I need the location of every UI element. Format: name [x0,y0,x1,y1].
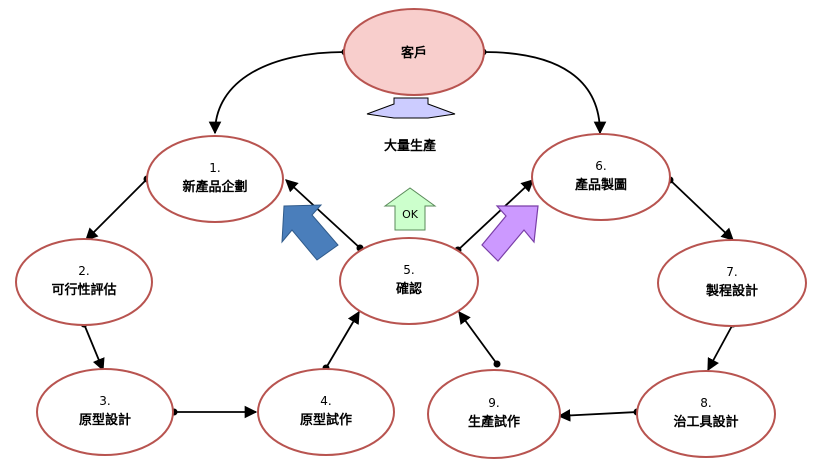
node-customer: 客戶 [343,8,485,96]
node-2-number: 2. [78,264,89,278]
blue-up-left-arrow [281,204,339,261]
connector-7-to-8 [707,323,734,372]
block-arrows [281,97,539,262]
connector-8-to-9 [557,409,638,422]
ok-arrow [383,187,437,231]
node-7-label: 製程設計 [705,283,758,299]
connector-customer-to-6 [482,51,607,135]
connector-5-to-6 [457,179,534,251]
node-6: 6. 產品製圖 [531,133,671,221]
node-3: 3. 原型設計 [36,368,174,456]
node-4: 4. 原型試作 [257,368,395,456]
node-1-label: 新產品企劃 [182,179,247,195]
node-8: 8. 治工具設計 [636,370,776,458]
node-customer-label: 客戶 [401,45,427,61]
connector-2-to-3 [83,323,105,372]
connector-6-to-7 [669,179,734,241]
mass-production-arrow [366,97,456,119]
node-2-label: 可行性評估 [51,282,116,298]
node-6-number: 6. [595,159,606,173]
node-5: 5. 確認 [339,237,479,325]
node-3-number: 3. [99,394,110,408]
node-4-number: 4. [320,394,331,408]
node-1: 1. 新產品企劃 [146,135,284,223]
node-8-number: 8. [700,396,711,410]
connector-1-to-2 [85,178,148,241]
node-5-number: 5. [403,263,414,277]
connector-9-to-5 [458,310,498,365]
connector-5-to-1 [285,179,361,249]
node-2: 2. 可行性評估 [15,238,153,326]
connector-dot [493,360,501,368]
node-4-label: 原型試作 [300,412,352,428]
purple-up-right-arrow [481,205,539,262]
node-9-number: 9. [488,396,499,410]
node-8-label: 治工具設計 [673,414,738,430]
node-7: 7. 製程設計 [657,239,807,327]
node-7-number: 7. [726,265,737,279]
node-1-number: 1. [209,161,220,175]
connector-4-to-5 [325,310,360,369]
node-9-label: 生產試作 [468,414,520,430]
mass-production-label: 大量生產 [384,138,436,154]
node-6-label: 產品製圖 [574,177,627,193]
node-5-label: 確認 [396,281,422,297]
node-9: 9. 生產試作 [427,369,561,459]
ok-label: OK [402,208,419,221]
node-3-label: 原型設計 [79,412,131,428]
connector-customer-to-1 [208,51,346,135]
